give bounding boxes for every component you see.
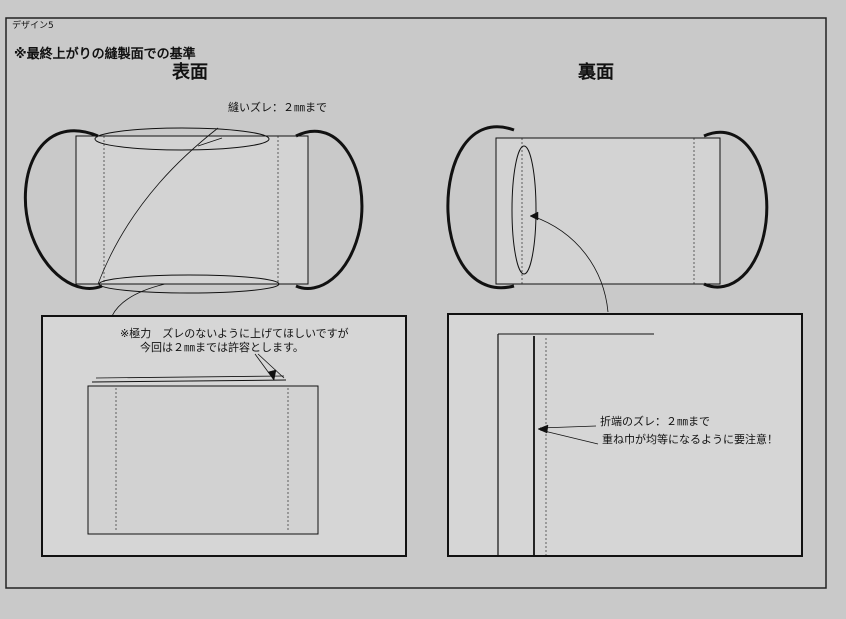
back-mask (446, 125, 769, 313)
front-detail-fabric (87, 385, 319, 535)
tolerance-note-line2: 今回は２㎜までは許容とします。 (140, 341, 304, 354)
back-detail-drawing (497, 333, 654, 556)
front-detail-drawing (87, 353, 319, 535)
front-seam-leader-arrow (197, 137, 223, 147)
front-right-ear-loop (295, 129, 364, 290)
design-label: デザイン5 (12, 21, 54, 31)
front-note-arrowhead (267, 369, 277, 381)
front-left-ear-loop (23, 129, 103, 290)
front-seam-leader (97, 127, 219, 285)
back-mask-body (495, 137, 721, 285)
criteria-title: ※最終上がりの縫製面での基準 (14, 47, 196, 62)
tolerance-note-line1: ※極力 ズレのないように上げてほしいですが (120, 327, 349, 340)
front-detail-edge-1 (91, 379, 287, 383)
back-fold-leader-arrowhead (529, 211, 539, 221)
front-detail-leader (111, 283, 166, 317)
front-note-arrow-2 (257, 353, 285, 379)
seam-tolerance-note: 縫いズレ：２㎜まで (228, 101, 327, 114)
fold-tolerance-note: 折端のズレ：２㎜まで (600, 415, 710, 428)
layer-width-note: 重ね巾が均等になるように要注意！ (602, 433, 778, 446)
back-heading: 裏面 (578, 62, 614, 83)
back-note-arrowhead (537, 424, 549, 434)
outer-frame (5, 17, 827, 589)
back-left-ear-loop (446, 125, 515, 290)
back-detail-panel (447, 313, 803, 557)
front-mask (23, 127, 364, 317)
front-heading: 表面 (172, 62, 208, 83)
front-detail-edge-2 (95, 375, 285, 379)
back-note-arrow-1 (539, 425, 597, 429)
back-note-arrow-2 (539, 429, 599, 445)
front-top-seam-ellipse (94, 127, 270, 151)
back-right-ear-loop (703, 130, 769, 289)
back-fold-leader (531, 215, 609, 313)
front-bottom-seam-ellipse (98, 274, 280, 294)
front-mask-body (75, 135, 309, 285)
back-fold-ellipse (511, 145, 537, 275)
